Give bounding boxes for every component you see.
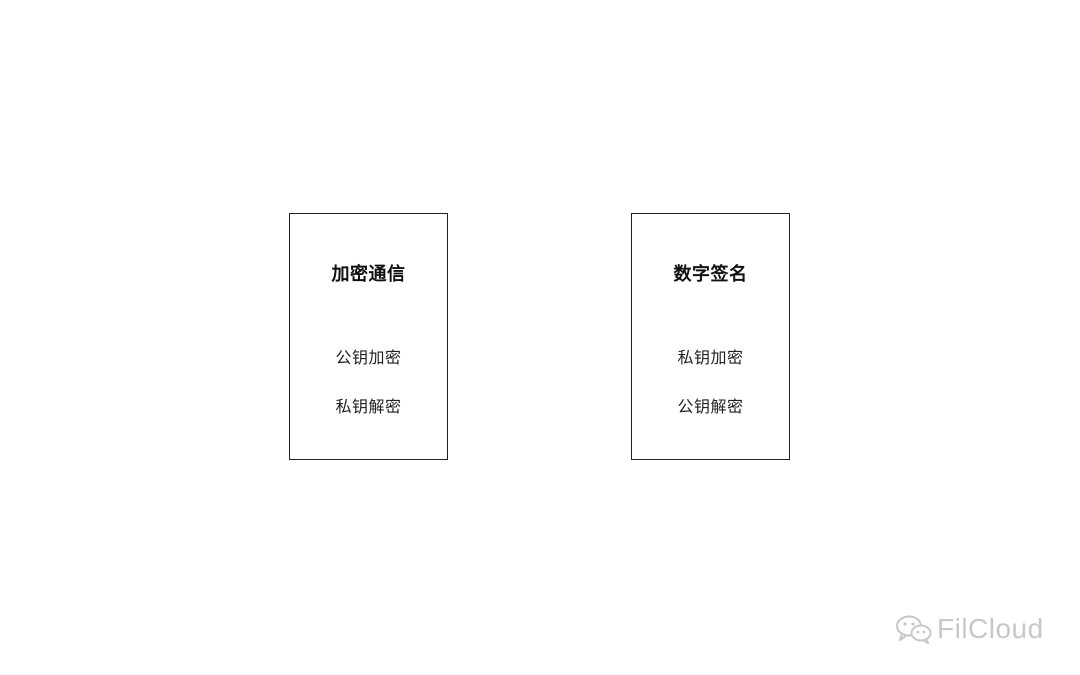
card-title: 数字签名 bbox=[673, 264, 748, 285]
watermark: FilCloud bbox=[895, 612, 1044, 646]
encrypted-communication-card: 加密通信 公钥加密 私钥解密 bbox=[289, 213, 448, 460]
card-line: 公钥解密 bbox=[677, 397, 744, 416]
card-line: 公钥加密 bbox=[335, 348, 402, 367]
card-line: 私钥加密 bbox=[677, 348, 744, 367]
watermark-text: FilCloud bbox=[937, 613, 1044, 644]
card-line: 私钥解密 bbox=[335, 397, 402, 416]
wechat-icon bbox=[895, 614, 933, 644]
digital-signature-card: 数字签名 私钥加密 公钥解密 bbox=[631, 213, 790, 460]
card-title: 加密通信 bbox=[331, 264, 406, 285]
